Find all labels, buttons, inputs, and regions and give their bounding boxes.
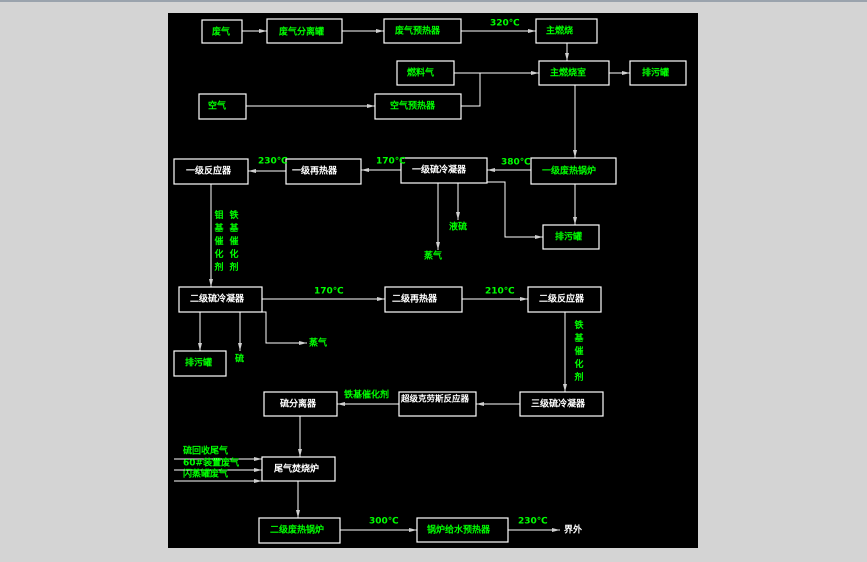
box-superclaus-reactor[interactable]: 超级克劳斯反应器 — [398, 391, 477, 417]
battery-limit-label: 界外 — [564, 524, 582, 536]
box-label: 锅炉给水预热器 — [426, 524, 491, 536]
catalyst-label-vertical: 钼基催化剂 — [213, 209, 225, 275]
box-label: 排污罐 — [555, 231, 582, 243]
temperature-label: 320℃ — [490, 19, 520, 29]
sulfur-label: 硫 — [235, 353, 244, 365]
box-sulfur-condenser-1[interactable]: 一级硫冷凝器 — [400, 157, 488, 184]
box-label: 空气 — [208, 100, 226, 112]
box-reactor-1[interactable]: 一级反应器 — [173, 158, 249, 185]
box-waste-heat-boiler-1[interactable]: 一级废热锅炉 — [530, 157, 617, 185]
box-sulfur-condenser-2[interactable]: 二级硫冷凝器 — [178, 286, 263, 313]
box-label: 废气 — [212, 26, 230, 38]
box-label: 二级再热器 — [392, 293, 438, 305]
box-main-burner[interactable]: 主燃烧 — [535, 18, 598, 44]
box-label: 废气预热器 — [395, 25, 441, 37]
box-label: 一级废热锅炉 — [542, 165, 596, 177]
temperature-label: 230℃ — [518, 517, 548, 527]
box-label: 尾气焚烧炉 — [273, 463, 319, 475]
temperature-label: 300℃ — [369, 517, 399, 527]
box-air-preheater[interactable]: 空气预热器 — [374, 93, 462, 120]
box-waste-gas[interactable]: 废气 — [201, 19, 243, 44]
box-main-combustion-chamber[interactable]: 主燃烧室 — [538, 60, 610, 86]
box-label: 三级硫冷凝器 — [531, 398, 586, 410]
box-waste-gas-preheater[interactable]: 废气预热器 — [383, 18, 462, 44]
steam-label: 蒸气 — [424, 250, 442, 262]
box-label: 二级废热锅炉 — [270, 524, 324, 536]
feed-label: 闪蒸罐废气 — [183, 468, 228, 480]
arrowheads — [198, 29, 630, 532]
box-label: 一级再热器 — [292, 165, 338, 177]
box-blowdown-tank-2[interactable]: 排污罐 — [542, 224, 600, 250]
box-air[interactable]: 空气 — [198, 93, 247, 120]
box-fuel-gas[interactable]: 燃料气 — [396, 60, 455, 86]
feed-label: 60#装置废气 — [183, 457, 239, 469]
temperature-label: 380℃ — [501, 158, 531, 168]
temperature-label: 170℃ — [314, 287, 344, 297]
liquid-sulfur-label: 液硫 — [449, 221, 467, 233]
window-top-band — [0, 0, 867, 2]
catalyst-label: 铁基催化剂 — [344, 389, 389, 401]
catalyst-label-vertical: 铁基催化剂 — [573, 319, 585, 385]
temperature-label: 170℃ — [376, 157, 406, 167]
box-label: 空气预热器 — [390, 100, 436, 112]
box-label: 二级反应器 — [539, 293, 585, 305]
box-reheater-1[interactable]: 一级再热器 — [285, 158, 362, 185]
connector-lines — [174, 30, 630, 531]
box-label: 二级硫冷凝器 — [190, 293, 245, 305]
box-tail-gas-incinerator[interactable]: 尾气焚烧炉 — [261, 456, 336, 482]
box-boiler-feedwater-preheater[interactable]: 锅炉给水预热器 — [416, 517, 509, 543]
box-blowdown-tank-1[interactable]: 排污罐 — [629, 60, 687, 86]
temperature-label: 230℃ — [258, 157, 288, 167]
box-label: 一级反应器 — [186, 165, 232, 177]
box-label: 超级克劳斯反应器 — [400, 394, 470, 405]
box-label: 一级硫冷凝器 — [412, 164, 467, 176]
box-label: 燃料气 — [407, 67, 434, 79]
box-label: 排污罐 — [185, 357, 212, 369]
steam-label: 蒸气 — [309, 337, 327, 349]
box-sulfur-separator[interactable]: 硫分离器 — [263, 391, 338, 417]
box-label: 排污罐 — [642, 67, 669, 79]
box-sulfur-condenser-3[interactable]: 三级硫冷凝器 — [519, 391, 604, 417]
box-label: 主燃烧室 — [550, 67, 586, 79]
feed-label: 硫回收尾气 — [183, 445, 228, 457]
box-label: 主燃烧 — [546, 25, 573, 37]
box-waste-heat-boiler-2[interactable]: 二级废热锅炉 — [258, 517, 341, 544]
drawing-canvas — [168, 13, 698, 548]
box-blowdown-tank-3[interactable]: 排污罐 — [173, 350, 227, 377]
box-label: 废气分离罐 — [279, 26, 324, 38]
box-reactor-2[interactable]: 二级反应器 — [527, 286, 602, 313]
temperature-label: 210℃ — [485, 287, 515, 297]
box-label: 硫分离器 — [280, 398, 317, 410]
box-waste-gas-separator[interactable]: 废气分离罐 — [266, 18, 343, 44]
catalyst-label-vertical: 铁基催化剂 — [228, 209, 240, 275]
box-reheater-2[interactable]: 二级再热器 — [384, 286, 463, 313]
